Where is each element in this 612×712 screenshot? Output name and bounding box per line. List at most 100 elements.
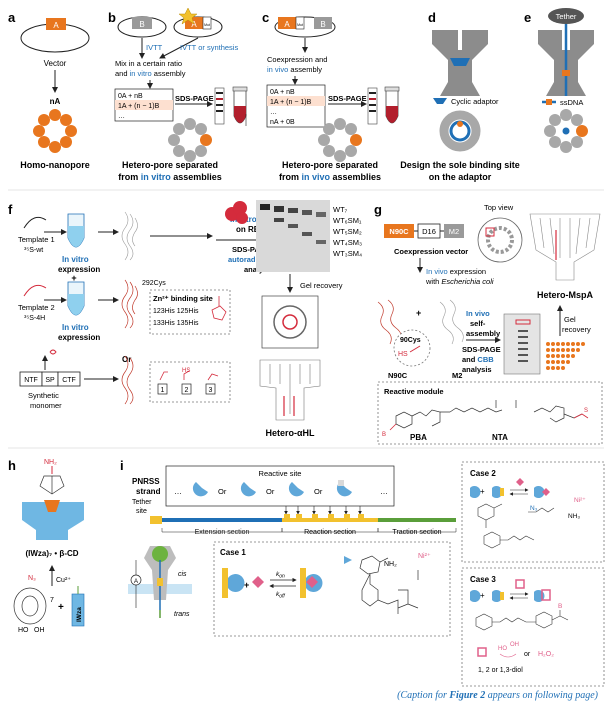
iwza-vertical-label: IWza [76,607,83,622]
koff-label: koff [276,591,285,600]
tether-site-block [150,516,162,524]
iwza-bcd-label: (IWza)₇ • β-CD [25,549,78,558]
or-3: Or [314,487,323,496]
row-c-3: … [270,109,277,116]
homo-pore-ring [33,109,77,153]
ntf-label: NTF [24,377,38,384]
row-b-1: 0A + nB [118,93,143,100]
ho-label: HO [18,627,29,634]
row-c-4: nA + 0B [270,119,295,126]
panel-b-letter: b [108,10,116,25]
mod-num-1: 1 [161,387,165,394]
invitro-label-1: In vitro [62,255,89,264]
iwza-pore-shape [22,502,84,540]
case-2-box [461,461,605,563]
svg-text:+: + [480,487,485,496]
panel-g-letter: g [374,202,382,217]
mod-num-2: 2 [185,387,189,394]
ni-label-2: Ni²⁺ [574,497,586,504]
panel-a: a A Vector nA Homo-nanopore [8,10,90,170]
extension-section-bar [162,518,282,522]
row-b-3: … [118,113,125,120]
reactive-module-box [377,381,603,445]
ssdna-label: ssDNA [560,98,583,107]
his-pair-2: 133His 135His [153,320,199,327]
diamond-ligand-icon [252,576,264,588]
panel-d-letter: d [428,10,436,25]
panel-h-letter: h [8,458,16,473]
hetero-ahl-side-view [259,359,321,421]
gene-b-label-c: B [320,20,325,29]
adamantane-icon [39,475,65,495]
panel-f-title: Hetero-αHL [265,428,315,438]
monomer-label: monomer [30,401,62,410]
m2-gene: M2 [449,227,459,236]
d16-gene: D16 [422,227,436,236]
panel-c-letter: c [262,10,269,25]
or-case3: or [524,651,531,658]
expression-label-1: expression [58,265,100,274]
n90c-gene: N90C [389,227,409,236]
gene-a-box [46,18,66,30]
dot-ladder [546,342,585,370]
n3-label-h: N₃ [28,575,36,582]
recovery-g: recovery [562,325,591,334]
cyclic-adaptor-shape [450,58,470,66]
mod-num-3: 3 [209,387,213,394]
cis-label: cis [178,571,187,578]
diol-ho: HO [498,646,507,652]
invivo-expr-line: In vivo expression [426,267,486,276]
tether-site-1: Tether [132,499,152,506]
panel-c-title-1: Hetero-pore separated [282,160,378,170]
ivtt-label: IVTT [146,43,163,52]
nh2-label-i: NH₂ [384,561,397,568]
sub7-label: 7 [50,597,54,604]
mix-line-2: and in vitro assembly [115,69,186,78]
plus-sign-h: + [58,602,64,613]
case-2-scheme: + [470,478,550,498]
panel-a-title: Homo-nanopore [20,160,90,170]
dots-right: … [380,487,388,496]
pba-label: PBA [410,433,427,442]
extension-label: Extension section [195,529,250,536]
ecoli-line: with Escherichia coli [425,277,494,286]
reaction-section-bar [282,518,378,522]
tether-label: Tether [556,12,577,21]
monomer-4h-cartoon [121,279,138,329]
gel-label-4: WT₃SM₄ [333,249,362,258]
gel-label-3: WT₄SM₃ [333,238,362,247]
tether-site-2: site [136,508,147,515]
sh-label-f: HS [182,368,190,374]
template-2-label: Template 2 [18,303,55,312]
svg-text:+: + [244,580,249,590]
sp-label: SP [45,377,55,384]
sds-g-2: and CBB [462,355,494,364]
panel-b: b B A Mut IVTT IVTT or synthesis Mix in … [108,7,248,182]
sds-g-1: SDS-PAGE [462,345,501,354]
gel-label-0: WT₇ [333,205,348,214]
ivtt-syn-label: IVTT or synthesis [180,43,238,52]
ni-label-1: Ni²⁺ [418,553,431,560]
diol-label: 1, 2 or 1,3-diol [478,667,523,674]
m2-monomer-label: M2 [452,371,462,380]
diol-oh: OH [510,642,519,648]
s-label: S [584,408,588,414]
panel-g: g N90C D16 M2 Coexpression vector Top vi… [374,202,603,445]
boronic-label: B [382,432,386,438]
panel-b-title-2: from in vitro assemblies [118,172,222,182]
panel-d-title-1: Design the sole binding site [400,160,520,170]
n90c-box [384,224,414,238]
row-c-2: 1A + (n − 1)B [270,99,312,106]
case-1-title: Case 1 [220,548,246,557]
case-3-structure [475,610,569,631]
expression-label-2: expression [58,333,100,342]
or-2: Or [266,487,275,496]
gel-g: Gel [564,315,576,324]
pnrss-label-1: PNRSS [132,477,160,486]
assembly-line-2: on RBCM [236,225,272,234]
gene-a-label: A [53,21,59,30]
cu-label: Cu²⁺ [56,577,71,584]
h2o2-label: H₂O₂ [538,651,554,658]
reactive-site-title: Reactive site [259,469,302,478]
